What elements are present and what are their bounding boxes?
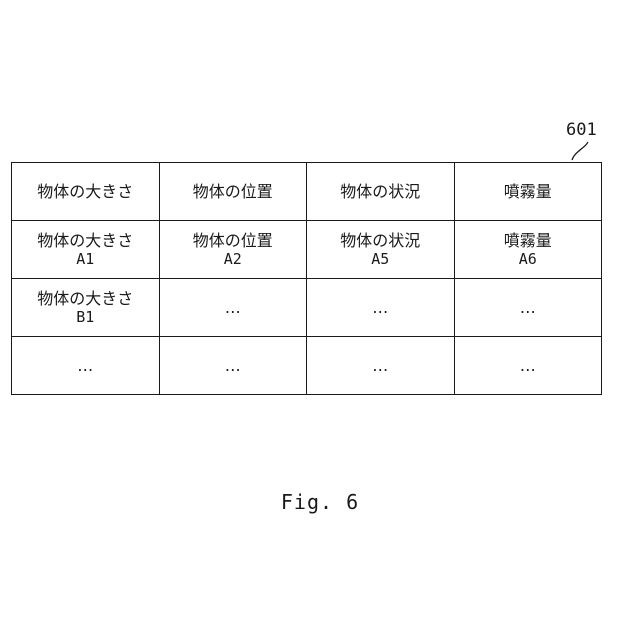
- cell-code: A6: [455, 250, 602, 269]
- ellipsis: …: [12, 356, 159, 375]
- ellipsis: …: [455, 298, 602, 317]
- cell-text: 物体の位置: [160, 182, 307, 201]
- ellipsis: …: [160, 298, 307, 317]
- data-table: 物体の大きさ 物体の位置 物体の状況 噴霧量 物体の大きさ A1 物体の位置 A…: [11, 162, 602, 395]
- ellipsis: …: [455, 356, 602, 375]
- table-row: 物体の大きさ A1 物体の位置 A2 物体の状況 A5 噴霧量 A6: [12, 221, 602, 279]
- cell-text: 物体の大きさ: [12, 289, 159, 308]
- table-cell: 物体の大きさ: [12, 163, 160, 221]
- table-cell: 噴霧量: [454, 163, 602, 221]
- table-cell: 噴霧量 A6: [454, 221, 602, 279]
- table-cell: …: [454, 337, 602, 395]
- table-cell: …: [307, 279, 455, 337]
- table-row: … … … …: [12, 337, 602, 395]
- ellipsis: …: [307, 356, 454, 375]
- table-cell: 物体の大きさ A1: [12, 221, 160, 279]
- table-cell: 物体の大きさ B1: [12, 279, 160, 337]
- table-cell: 物体の位置 A2: [159, 221, 307, 279]
- cell-text: 噴霧量: [455, 182, 602, 201]
- cell-text: 噴霧量: [455, 231, 602, 250]
- ellipsis: …: [160, 356, 307, 375]
- cell-text: 物体の大きさ: [12, 231, 159, 250]
- table-cell: 物体の状況 A5: [307, 221, 455, 279]
- cell-code: B1: [12, 308, 159, 327]
- table-cell: …: [159, 337, 307, 395]
- table-cell: …: [159, 279, 307, 337]
- cell-text: 物体の状況: [307, 231, 454, 250]
- ellipsis: …: [307, 298, 454, 317]
- table-row: 物体の大きさ B1 … … …: [12, 279, 602, 337]
- cell-code: A1: [12, 250, 159, 269]
- table-cell: 物体の位置: [159, 163, 307, 221]
- table-cell: …: [307, 337, 455, 395]
- table-cell: …: [454, 279, 602, 337]
- cell-code: A5: [307, 250, 454, 269]
- reference-number: 601: [566, 120, 597, 140]
- table-cell: 物体の状況: [307, 163, 455, 221]
- cell-code: A2: [160, 250, 307, 269]
- table-cell: …: [12, 337, 160, 395]
- figure-caption: Fig. 6: [0, 490, 640, 514]
- table-row: 物体の大きさ 物体の位置 物体の状況 噴霧量: [12, 163, 602, 221]
- cell-text: 物体の位置: [160, 231, 307, 250]
- cell-text: 物体の大きさ: [12, 182, 159, 201]
- cell-text: 物体の状況: [307, 182, 454, 201]
